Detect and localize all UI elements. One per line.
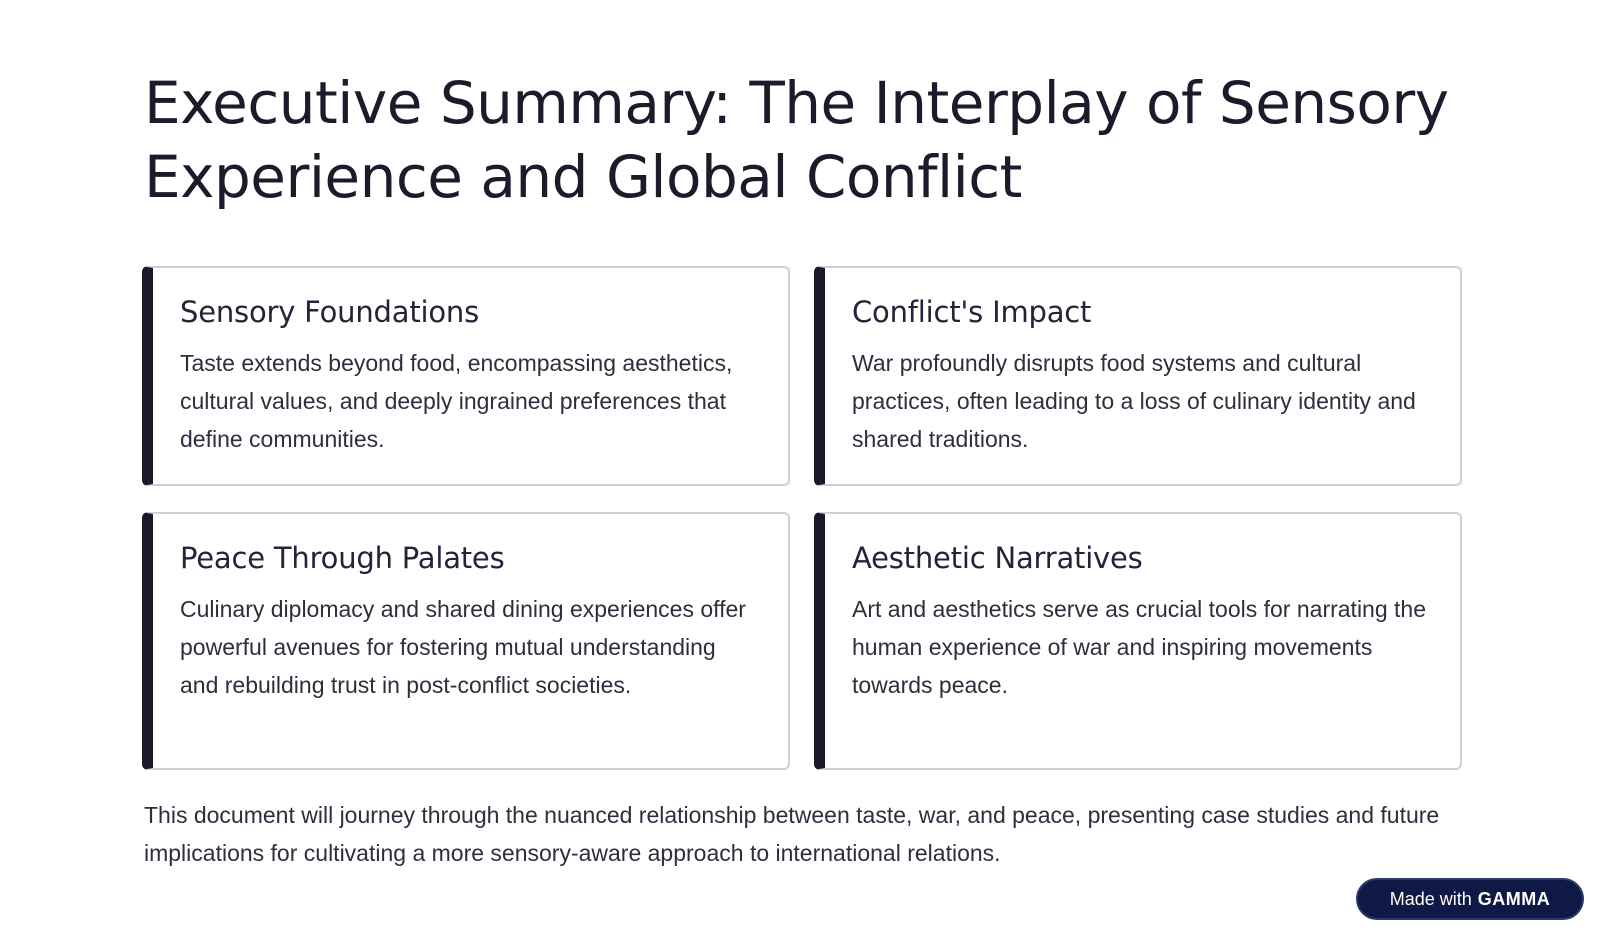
card-peace-through-palates: Peace Through Palates Culinary diplomacy… — [142, 512, 790, 770]
card-conflicts-impact: Conflict's Impact War profoundly disrupt… — [814, 266, 1462, 486]
card-heading: Sensory Foundations — [180, 295, 479, 329]
card-body: Art and aesthetics serve as crucial tool… — [852, 596, 1427, 698]
made-with-gamma-button[interactable]: Made with GAMMA — [1356, 878, 1584, 920]
card-aesthetic-narratives: Aesthetic Narratives Art and aesthetics … — [814, 512, 1462, 770]
card-sensory-foundations: Sensory Foundations Taste extends beyond… — [142, 266, 790, 486]
card-body: War profoundly disrupts food systems and… — [852, 350, 1416, 452]
card-body: Culinary diplomacy and shared dining exp… — [180, 596, 746, 698]
page-title: Executive Summary: The Interplay of Sens… — [144, 69, 1449, 211]
badge-made-with-label: Made with — [1389, 888, 1472, 909]
gamma-logo: GAMMA — [1477, 888, 1551, 909]
card-heading: Peace Through Palates — [180, 541, 505, 575]
card-body: Taste extends beyond food, encompassing … — [180, 350, 733, 452]
card-heading: Aesthetic Narratives — [852, 541, 1143, 575]
card-heading: Conflict's Impact — [852, 295, 1092, 329]
summary-paragraph: This document will journey through the n… — [144, 802, 1440, 866]
card-grid: Sensory Foundations Taste extends beyond… — [142, 266, 1462, 770]
